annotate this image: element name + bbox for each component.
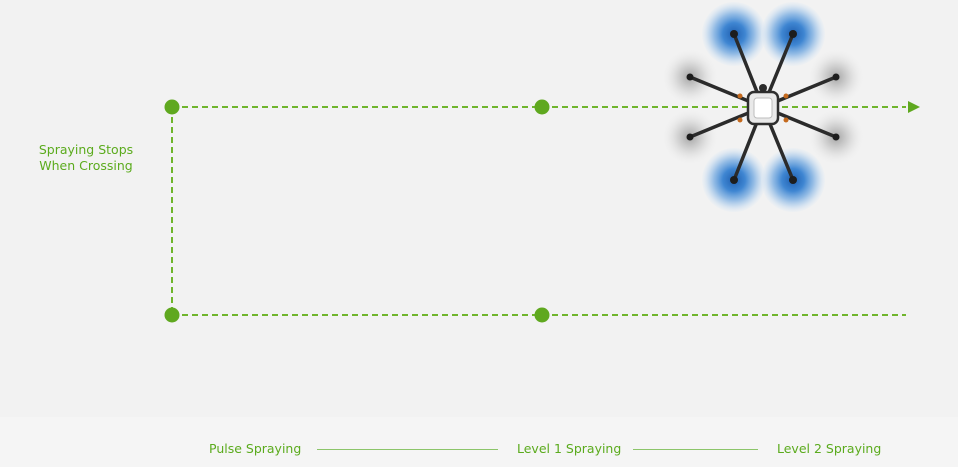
- legend-level2-spraying: Level 2 Spraying: [777, 441, 882, 456]
- flight-path: [171, 106, 906, 316]
- legend-pulse-spraying: Pulse Spraying: [209, 441, 302, 456]
- spraying-stops-label: Spraying Stops When Crossing: [20, 142, 152, 174]
- legend-level1-spraying: Level 1 Spraying: [517, 441, 622, 456]
- legend-divider: [317, 449, 498, 450]
- waypoint: [164, 99, 180, 115]
- waypoint: [164, 307, 180, 323]
- arrow-right-icon: [908, 101, 920, 113]
- side-label-line1: Spraying Stops: [38, 142, 134, 157]
- flight-path-diagram: [164, 2, 920, 323]
- legend-bar: [0, 417, 958, 467]
- waypoints: [164, 99, 550, 323]
- waypoint: [534, 307, 550, 323]
- waypoint: [534, 99, 550, 115]
- legend-divider: [633, 449, 758, 450]
- drone-icon: [662, 2, 864, 212]
- side-label-line2: When Crossing: [39, 158, 133, 173]
